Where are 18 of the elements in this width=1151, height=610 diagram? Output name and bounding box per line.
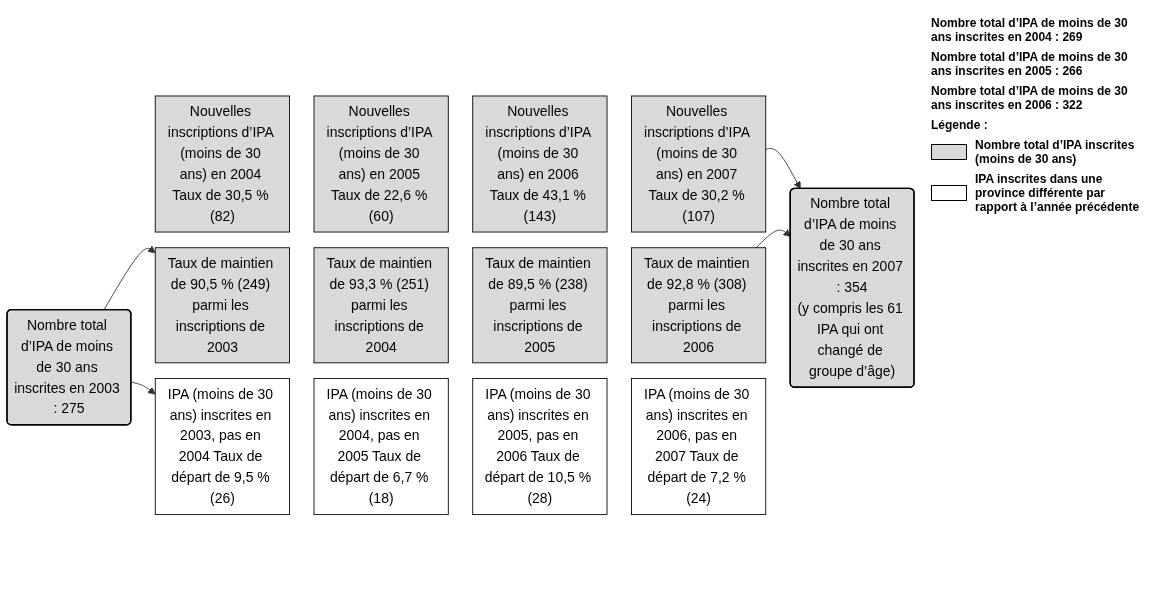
note-text: Nombre total d’IPA de moins de 30 ans inscrites en 2005 : 266: [931, 50, 1129, 78]
node-box: IPA (moins de 30 ans) inscrites en 2004, pas en 2005 Taux de départ de 6,7 % (18): [313, 377, 449, 515]
node-box: Taux de maintien de 93,3 % (251) parmi les inscriptions de 2004: [313, 247, 449, 363]
note-text: Nombre total d’IPA de moins de 30 ans inscrites en 2006 : 322: [931, 84, 1129, 112]
node-box: Nouvelles inscriptions d’IPA (moins de 30 ans) en 2007 Taux de 30,2 % (107): [631, 95, 767, 233]
note-text: Légende :: [931, 118, 989, 132]
node-box: Taux de maintien de 90,5 % (249) parmi les inscriptions de 2003: [154, 247, 290, 363]
note-text: Nombre total d’IPA de moins de 30 ans inscrites en 2004 : 269: [931, 16, 1129, 44]
node-box: Nouvelles inscriptions d’IPA (moins de 30 ans) en 2004 Taux de 30,5 % (82): [154, 95, 290, 233]
node-box: IPA (moins de 30 ans) inscrites en 2003, pas en 2004 Taux de départ de 9,5 % (26): [154, 377, 290, 515]
node-box: Nouvelles inscriptions d’IPA (moins de 30 ans) en 2006 Taux de 43,1 % (143): [472, 95, 608, 233]
legend-text: IPA inscrites dans une province différente par rapport à l’année précédente: [975, 172, 1141, 214]
node-box: Taux de maintien de 92,8 % (308) parmi les inscriptions de 2006: [631, 247, 767, 363]
node-box: IPA (moins de 30 ans) inscrites en 2005, pas en 2006 Taux de départ de 10,5 % (28): [472, 377, 608, 515]
node-box: Taux de maintien de 89,5 % (238) parmi les inscriptions de 2005: [472, 247, 608, 363]
node-box: IPA (moins de 30 ans) inscrites en 2006, pas en 2007 Taux de départ de 7,2 % (24): [631, 377, 767, 515]
legend-text: Nombre total d’IPA inscrites (moins de 30 ans): [975, 138, 1136, 166]
node-box: Nouvelles inscriptions d’IPA (moins de 30 ans) en 2005 Taux de 22,6 % (60): [313, 95, 449, 233]
